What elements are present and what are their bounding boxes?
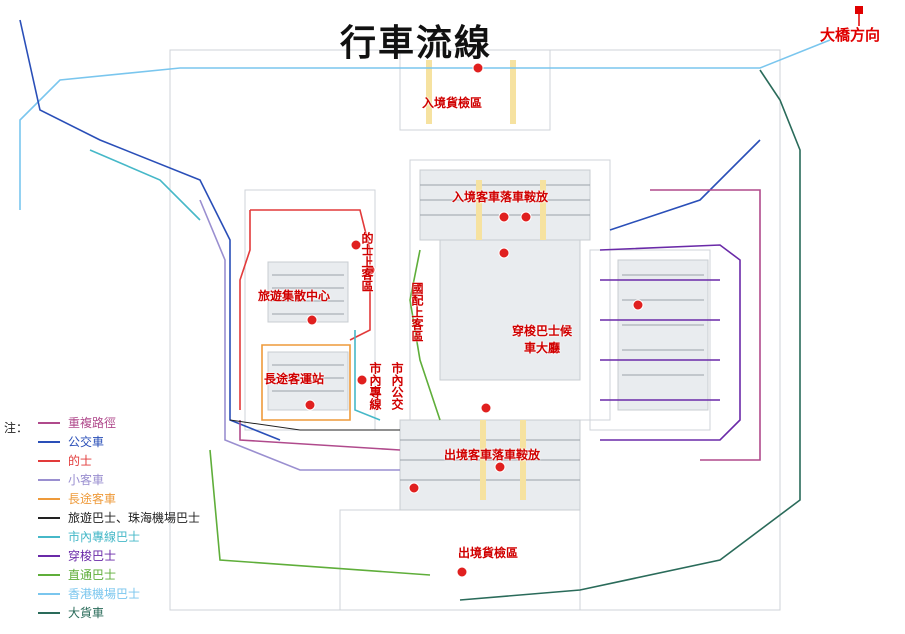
route-tour bbox=[229, 419, 400, 431]
parking-stripes bbox=[272, 184, 704, 481]
pin bbox=[480, 402, 492, 414]
legend-label: 旅遊巴士、珠海機場巴士 bbox=[68, 511, 201, 525]
legend-item: 香港機場巴士 bbox=[26, 584, 266, 602]
legend-label: 長途客車 bbox=[68, 492, 117, 506]
pins bbox=[304, 62, 644, 578]
pin bbox=[456, 566, 468, 578]
bridge-direction-label: 大橋方向 bbox=[820, 26, 881, 44]
legend-swatch bbox=[38, 479, 60, 481]
legend-item: 的士 bbox=[26, 451, 266, 469]
yellow-bays bbox=[426, 60, 546, 500]
tour-bus-label: 旅遊集散中心 bbox=[258, 289, 331, 303]
legend-item: 直通巴士 bbox=[26, 565, 266, 583]
routes bbox=[19, 19, 831, 601]
legend-swatch bbox=[38, 460, 60, 462]
legend-item: 重複路徑 bbox=[26, 413, 266, 431]
pin bbox=[364, 264, 376, 276]
legend-label: 公交車 bbox=[68, 435, 105, 449]
route-coach bbox=[261, 344, 351, 421]
legend-item: 大貨車 bbox=[26, 603, 266, 621]
legend-swatch bbox=[38, 593, 60, 595]
outbound-cargo-label: 出境貨檢區 bbox=[458, 546, 519, 560]
legend-item: 小客車 bbox=[26, 470, 266, 488]
route-city-bus bbox=[89, 149, 381, 421]
pin bbox=[498, 211, 510, 223]
legend-label: 市內專線巴士 bbox=[68, 530, 141, 544]
building-blocks bbox=[267, 169, 709, 511]
legend-item: 公交車 bbox=[26, 432, 266, 450]
legend-label: 穿梭巴士 bbox=[68, 549, 117, 563]
legend-item: 長途客車 bbox=[26, 489, 266, 507]
legend-label: 直通巴士 bbox=[68, 568, 117, 582]
legend-swatch bbox=[38, 612, 60, 614]
route-shuttle bbox=[599, 244, 741, 441]
city-bus-label: 市內專線 bbox=[368, 362, 382, 410]
legend-heading: 注： bbox=[4, 421, 29, 435]
route-taxi bbox=[239, 209, 371, 410]
legend-swatch bbox=[38, 574, 60, 576]
legend-item: 穿梭巴士 bbox=[26, 546, 266, 564]
pin bbox=[356, 374, 368, 386]
city-transit-label: 市內公交 bbox=[390, 362, 404, 410]
legend-label: 大貨車 bbox=[68, 606, 105, 620]
route-through bbox=[209, 249, 441, 576]
pin bbox=[472, 62, 484, 74]
legend-label: 小客車 bbox=[68, 473, 105, 487]
legend-swatch bbox=[38, 422, 60, 424]
pin bbox=[304, 399, 316, 411]
inbound-pickup-label: 入境客車落車鞍放 bbox=[452, 190, 549, 204]
legend-swatch bbox=[38, 555, 60, 557]
outbound-pickup-label: 出境客車落車鞍放 bbox=[444, 448, 541, 462]
coach-label: 長途客運站 bbox=[264, 372, 325, 386]
legend-item: 旅遊巴士、珠海機場巴士 bbox=[26, 508, 266, 526]
pin bbox=[632, 299, 644, 311]
pin bbox=[494, 461, 506, 473]
taxi-label: 的士上客區 bbox=[360, 232, 374, 292]
pin bbox=[350, 239, 362, 251]
route-hk-airport bbox=[19, 39, 831, 210]
route-car bbox=[199, 199, 400, 471]
shuttle-label: 穿梭巴士候車大廳 bbox=[512, 324, 573, 355]
legend-label: 重複路徑 bbox=[68, 416, 117, 430]
legend-label: 香港機場巴士 bbox=[68, 587, 141, 601]
bridge-marker bbox=[855, 6, 863, 14]
route-repeat bbox=[239, 189, 761, 461]
legend-swatch bbox=[38, 441, 60, 443]
legend-label: 的士 bbox=[68, 454, 93, 468]
route-bus bbox=[19, 19, 281, 441]
legend-swatch bbox=[38, 517, 60, 519]
map-title: 行車流線 bbox=[340, 23, 493, 64]
pin bbox=[498, 247, 510, 259]
legend-swatch bbox=[38, 498, 60, 500]
route-shuttle-inner bbox=[600, 279, 720, 401]
legend-swatch bbox=[38, 536, 60, 538]
route-bus-2 bbox=[609, 139, 761, 231]
pin bbox=[520, 211, 532, 223]
pin bbox=[408, 482, 420, 494]
inbound-cargo-label: 入境貨檢區 bbox=[422, 96, 483, 110]
legend-item: 市內專線巴士 bbox=[26, 527, 266, 545]
route-truck bbox=[459, 69, 801, 601]
pin bbox=[306, 314, 318, 326]
vehicle-pickup-label: 國配上客區 bbox=[410, 282, 424, 342]
